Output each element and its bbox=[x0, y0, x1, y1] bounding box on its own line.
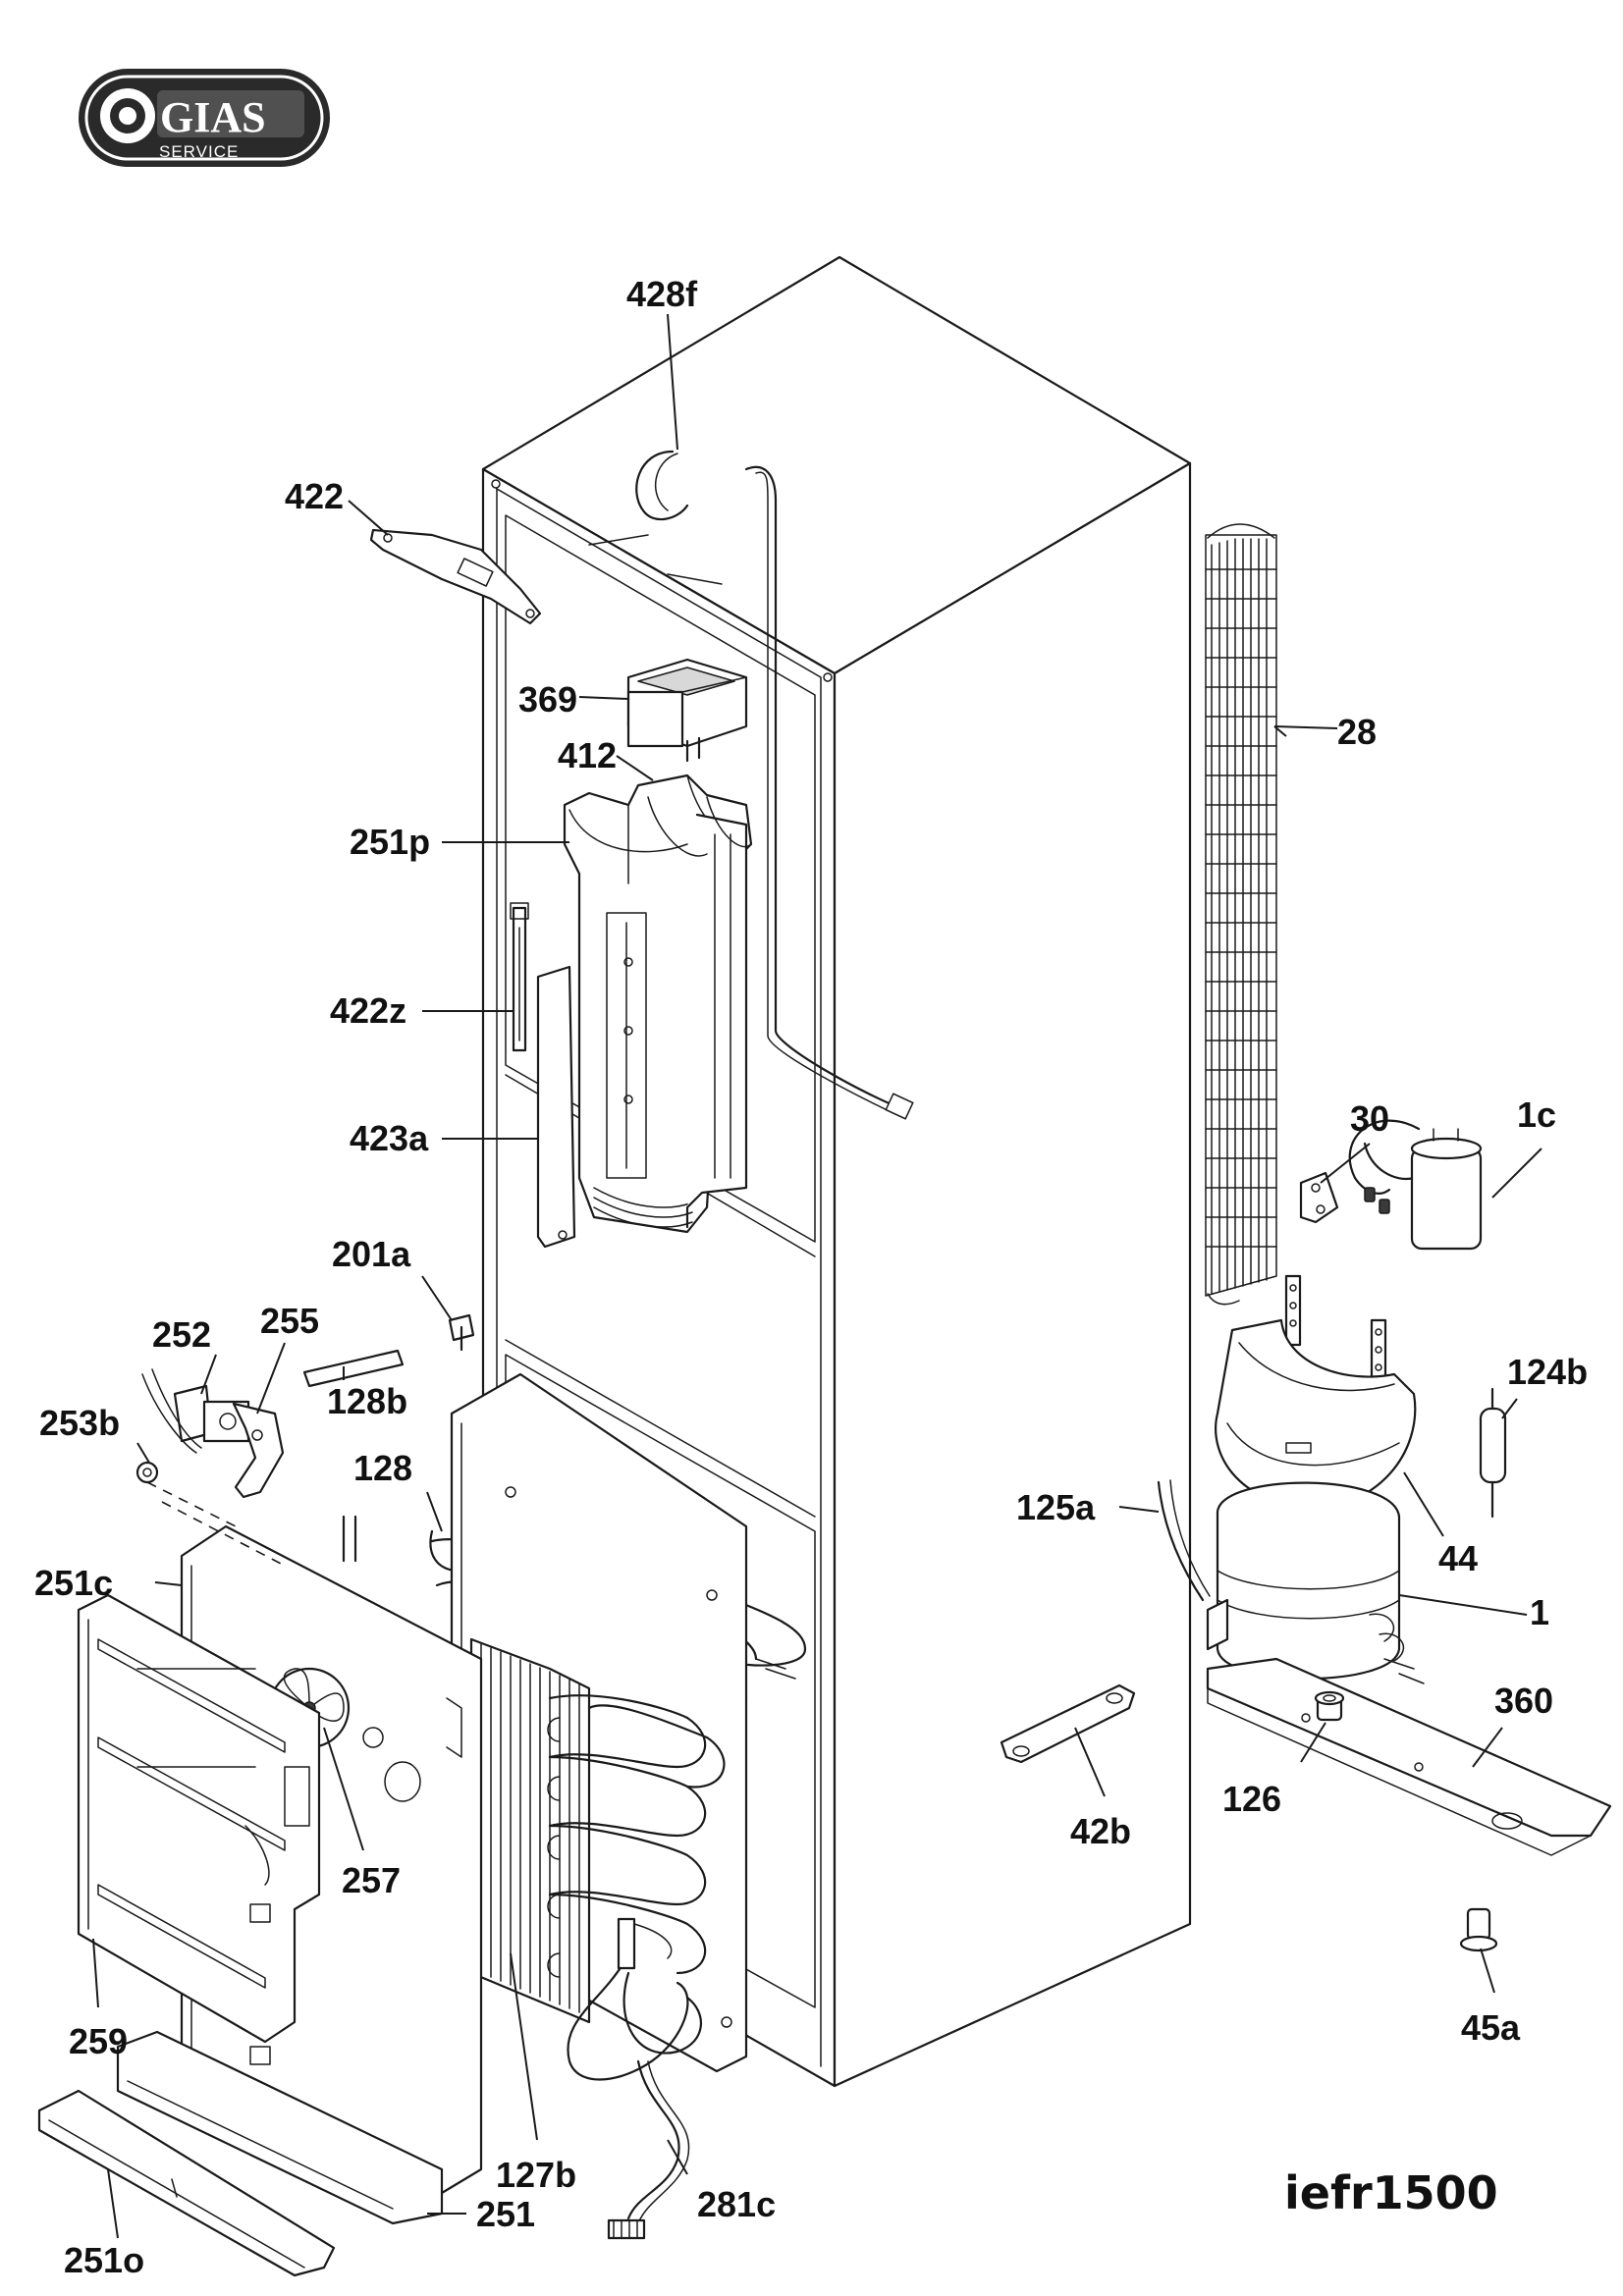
part-1c-capacitor bbox=[1348, 1119, 1483, 1251]
model-code: iefr1500 bbox=[1284, 2166, 1498, 2219]
callout-30: 30 bbox=[1350, 1098, 1389, 1139]
part-201a-screw bbox=[448, 1313, 475, 1352]
callout-128: 128 bbox=[353, 1448, 412, 1488]
part-45a-foot bbox=[1459, 1907, 1498, 1952]
callout-281c: 281c bbox=[697, 2184, 776, 2224]
part-44-drip-tray bbox=[1215, 1274, 1417, 1509]
callout-127b: 127b bbox=[496, 2155, 576, 2195]
part-127b-evaporator-coil bbox=[342, 1372, 748, 2073]
part-128b-tape bbox=[302, 1349, 405, 1388]
callout-422z: 422z bbox=[330, 990, 406, 1031]
part-423a-cover bbox=[536, 965, 576, 1249]
part-360-base-rail bbox=[1206, 1657, 1612, 1856]
callout-423a: 423a bbox=[350, 1118, 429, 1158]
gias-service-logo: GIAS SERVICE bbox=[79, 69, 330, 167]
callout-251p: 251p bbox=[350, 822, 430, 862]
callout-251o: 251o bbox=[64, 2240, 144, 2280]
callout-28: 28 bbox=[1337, 712, 1377, 752]
callout-125a: 125a bbox=[1016, 1487, 1096, 1527]
callout-128b: 128b bbox=[327, 1381, 407, 1421]
part-1-compressor bbox=[1157, 1479, 1425, 1684]
callout-labels: 428f 422 369 412 28 251p 422z 423a 30 1c… bbox=[34, 274, 1588, 2280]
callout-422: 422 bbox=[285, 476, 344, 516]
part-251o-front-trim bbox=[37, 2089, 336, 2277]
part-126-grommet bbox=[1314, 1690, 1345, 1722]
part-422z-strip bbox=[510, 902, 529, 1052]
callout-124b: 124b bbox=[1507, 1352, 1588, 1392]
part-422-bracket bbox=[369, 528, 542, 625]
callout-251c: 251c bbox=[34, 1563, 113, 1603]
callout-45a: 45a bbox=[1461, 2007, 1521, 2048]
part-42b-bracket bbox=[1000, 1683, 1136, 1764]
callout-257: 257 bbox=[342, 1860, 401, 1900]
callout-1: 1 bbox=[1530, 1592, 1549, 1632]
callout-251: 251 bbox=[476, 2194, 535, 2234]
part-251p-evaporator-housing bbox=[563, 774, 753, 1234]
part-255-bracket bbox=[232, 1402, 285, 1499]
condenser-grid bbox=[1205, 523, 1277, 1306]
callout-44: 44 bbox=[1438, 1538, 1478, 1578]
callout-412: 412 bbox=[558, 735, 617, 775]
callout-369: 369 bbox=[518, 679, 577, 720]
callout-360: 360 bbox=[1494, 1681, 1553, 1721]
logo-sub: SERVICE bbox=[159, 142, 239, 161]
callout-1c: 1c bbox=[1517, 1095, 1556, 1135]
part-281c-harness bbox=[567, 1917, 702, 2240]
callout-259: 259 bbox=[69, 2021, 128, 2061]
logo-brand: GIAS bbox=[160, 93, 266, 141]
callout-126: 126 bbox=[1222, 1779, 1281, 1819]
callout-428f: 428f bbox=[626, 274, 698, 314]
callout-255: 255 bbox=[260, 1301, 319, 1341]
callout-42b: 42b bbox=[1070, 1811, 1131, 1851]
leader-lines bbox=[92, 313, 1542, 2239]
part-252-fan-motor bbox=[141, 1368, 250, 1454]
part-253b-grommet bbox=[135, 1461, 159, 1484]
callout-201a: 201a bbox=[332, 1234, 411, 1274]
part-259-front-panel bbox=[77, 1593, 321, 2065]
part-124b-drier bbox=[1479, 1387, 1507, 1519]
part-30-clip bbox=[1299, 1171, 1339, 1224]
callout-252: 252 bbox=[152, 1314, 211, 1355]
callout-253b: 253b bbox=[39, 1403, 120, 1443]
part-369-thermostat bbox=[626, 658, 748, 763]
part-428f-harness bbox=[635, 450, 914, 1120]
